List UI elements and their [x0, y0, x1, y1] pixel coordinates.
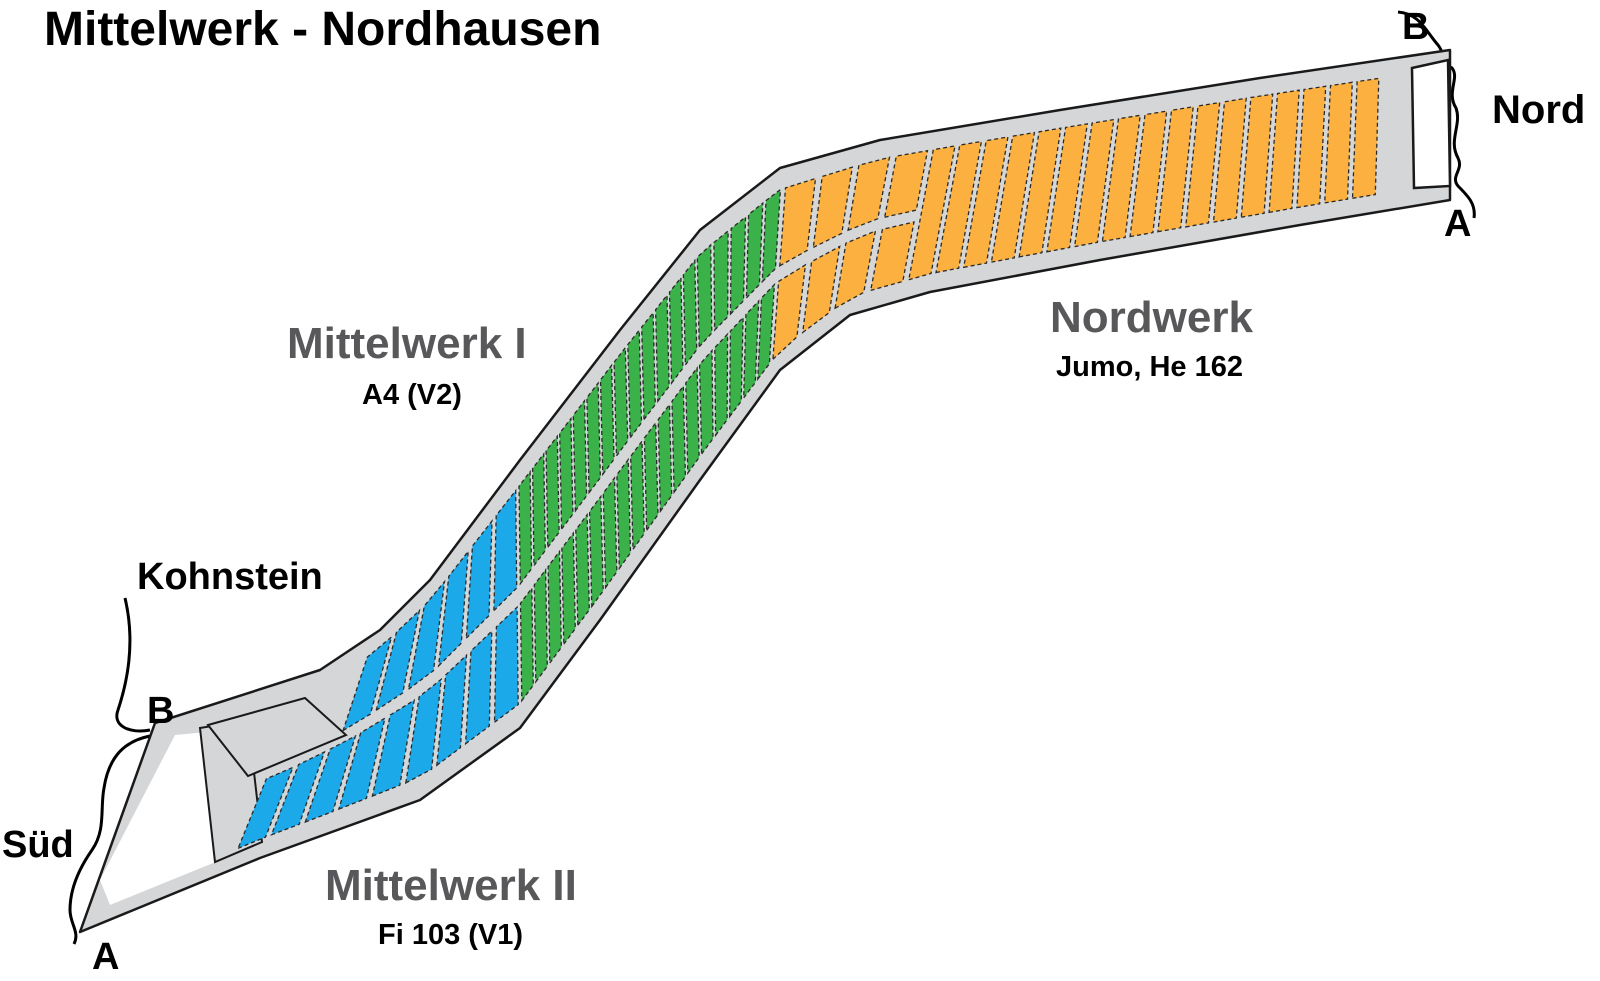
chamber-nordwerk [1046, 123, 1089, 253]
chamber-mittelwerk-1 [588, 494, 604, 609]
north-label: Nord [1492, 88, 1586, 132]
chamber-mittelwerk-2 [436, 653, 468, 767]
chamber-nordwerk [990, 131, 1036, 263]
chamber-mittelwerk-1 [630, 439, 645, 552]
chamber-mittelwerk-1 [714, 332, 729, 438]
region-product-mittelwerk-2: Fi 103 (V1) [378, 919, 524, 951]
chamber-mittelwerk-1 [545, 434, 560, 550]
chamber-nordwerk [1018, 127, 1062, 258]
chamber-mittelwerk-2 [465, 519, 493, 640]
chamber-mittelwerk-1 [757, 282, 776, 382]
chamber-mittelwerk-1 [519, 586, 534, 703]
chamber-mittelwerk-1 [559, 416, 574, 531]
chamber-mittelwerk-1 [682, 258, 698, 367]
chamber-mittelwerk-1 [685, 366, 700, 476]
chamber-mittelwerk-2 [236, 766, 295, 850]
chamber-nordwerk [779, 177, 817, 267]
chamber-mittelwerk-1 [654, 293, 670, 404]
diagram-title: Mittelwerk - Nordhausen [44, 3, 602, 56]
south-hillside-line [68, 734, 151, 945]
tunnel-a-north-label: A [1444, 203, 1472, 245]
chamber-mittelwerk-1 [713, 229, 729, 332]
chamber-nordwerk [847, 156, 891, 232]
region-product-mittelwerk-1: A4 (V2) [362, 379, 462, 411]
tunnel-b-south-label: B [147, 690, 175, 732]
chamber-nordwerk [883, 149, 929, 219]
chamber-mittelwerk-1 [671, 384, 687, 495]
chamber-nordwerk [869, 221, 915, 292]
chamber-mittelwerk-1 [729, 215, 747, 316]
chamber-nordwerk [1101, 114, 1141, 243]
chamber-mittelwerk-1 [657, 402, 673, 514]
chamber-mittelwerk-1 [572, 398, 588, 513]
north-hillside-line [1397, 10, 1476, 219]
region-name-nordwerk: Nordwerk [1050, 293, 1253, 342]
north-portal-hall [1410, 58, 1452, 190]
region-name-mittelwerk-2: Mittelwerk II [325, 861, 577, 910]
chamber-nordwerk [935, 140, 983, 274]
chamber-mittelwerk-1 [547, 549, 562, 665]
chamber-nordwerk [1351, 77, 1380, 200]
chamber-nordwerk [801, 245, 841, 334]
chamber-mittelwerk-1 [531, 452, 546, 568]
chamber-nordwerk [1240, 93, 1274, 218]
chamber-mittelwerk-2 [341, 635, 393, 732]
chamber-mittelwerk-1 [696, 243, 713, 349]
chamber-mittelwerk-1 [668, 275, 684, 385]
tunnel-a-south-label: A [92, 936, 120, 978]
terrain-lines [68, 10, 1476, 945]
chamber-nordwerk [962, 136, 1009, 269]
chamber-mittelwerk-2 [493, 605, 519, 724]
chamber-mittelwerk-1 [616, 457, 632, 571]
chamber-mittelwerk-1 [599, 363, 615, 477]
chamber-mittelwerk-1 [586, 381, 602, 495]
chamber-nordwerk [1129, 110, 1168, 238]
chamber-nordwerk [1296, 85, 1327, 209]
region-name-mittelwerk-1: Mittelwerk I [287, 319, 527, 368]
chamber-mittelwerk-2 [337, 716, 386, 811]
chamber-mittelwerk-1 [602, 476, 618, 590]
chamber-mittelwerk-2 [304, 734, 357, 824]
chamber-mittelwerk-2 [464, 629, 493, 746]
chamber-mittelwerk-2 [493, 488, 518, 613]
region-product-nordwerk: Jumo, He 162 [1056, 351, 1243, 383]
chamber-mittelwerk-1 [627, 328, 643, 440]
chamber-mittelwerk-2 [407, 579, 446, 691]
chamber-mittelwerk-1 [698, 348, 714, 456]
chamber-mittelwerk-1 [575, 512, 590, 628]
chamber-nordwerk [834, 229, 877, 310]
chamber-nordwerk [1212, 97, 1247, 223]
chamber-mittelwerk-1 [761, 188, 782, 284]
chamber-mittelwerk-1 [742, 299, 760, 400]
chamber-mittelwerk-1 [641, 310, 656, 422]
chamber-nordwerk [1324, 81, 1353, 204]
tunnel-b-north-label: B [1402, 6, 1430, 48]
chamber-mittelwerk-2 [270, 750, 326, 836]
chamber-nordwerk [1184, 101, 1221, 228]
chamber-mittelwerk-2 [437, 549, 470, 668]
chamber-nordwerk [772, 263, 807, 361]
chamber-mittelwerk-1 [518, 469, 533, 586]
chamber-mittelwerk-1 [745, 201, 764, 300]
chamber-nordwerk [907, 145, 956, 281]
chamber-grid [236, 77, 1380, 850]
south-storage-hall [206, 696, 348, 778]
chamber-mittelwerk-1 [729, 315, 744, 419]
chamber-nordwerk [812, 166, 854, 249]
chamber-mittelwerk-1 [561, 531, 576, 647]
hill-label: Kohnstein [137, 556, 323, 598]
kohnstein-ridge-line [115, 597, 151, 733]
chamber-mittelwerk-2 [371, 698, 416, 798]
chamber-mittelwerk-2 [375, 608, 421, 712]
chamber-nordwerk [1268, 89, 1300, 214]
chamber-nordwerk [1157, 106, 1194, 233]
chamber-mittelwerk-1 [533, 567, 548, 684]
chamber-mittelwerk-1 [613, 345, 629, 458]
chamber-nordwerk [1073, 118, 1115, 248]
chamber-mittelwerk-2 [404, 677, 443, 785]
south-label: Süd [2, 824, 74, 866]
chamber-mittelwerk-1 [643, 421, 659, 533]
